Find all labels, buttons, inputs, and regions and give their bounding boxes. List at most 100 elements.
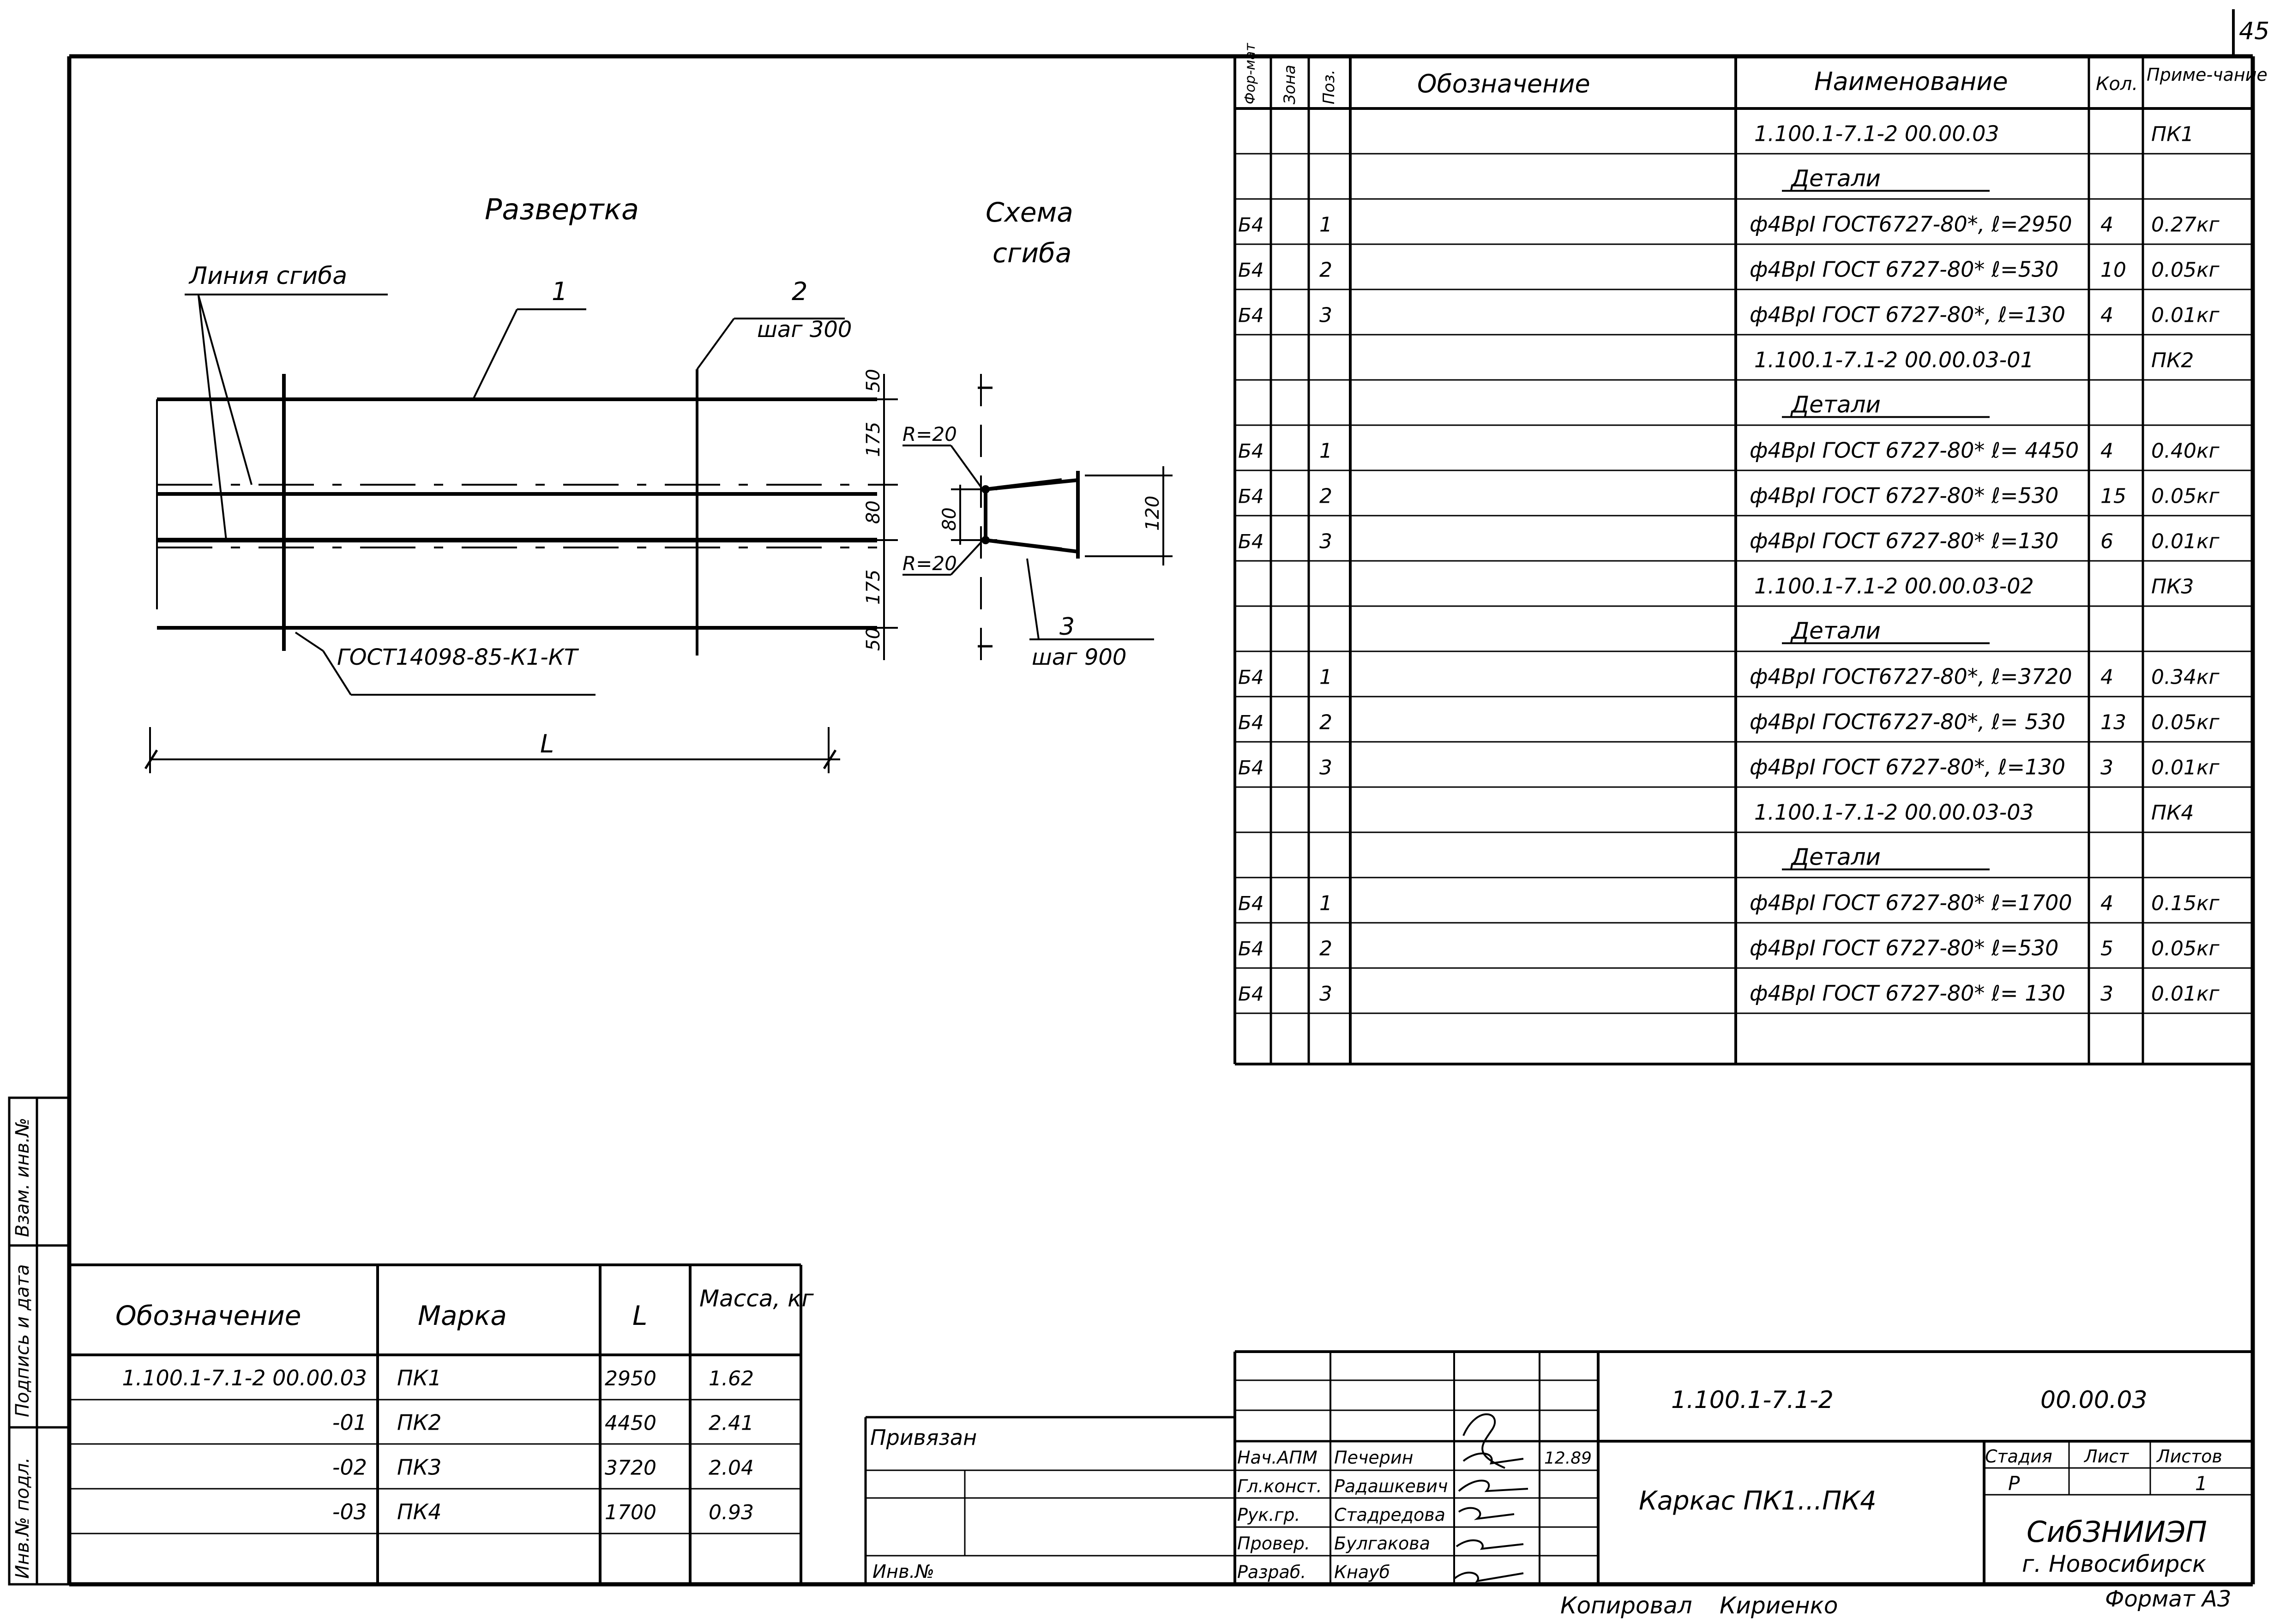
spec-header-designation: Обозначение — [1417, 69, 1590, 98]
spec-row-note: 0.34кг — [2151, 666, 2220, 689]
spec-row-pos: 3 — [1319, 982, 1332, 1006]
dim-80: 80 — [863, 500, 884, 524]
stage-value: Р — [2008, 1472, 2020, 1495]
side-stamp-replace-inv: Взам. инв.№ — [12, 1118, 33, 1237]
person-date: 12.89 — [1544, 1449, 1592, 1468]
spec-header-format: Фор-мат — [1242, 42, 1258, 104]
spec-row-name: 1.100.1-7.1-2 00.00.03-02 — [1754, 574, 2034, 599]
scheme-80: 80 — [939, 507, 960, 531]
marks-header-mark: Марка — [418, 1300, 507, 1331]
marks-row-mass: 2.04 — [709, 1456, 754, 1480]
marks-header-length: L — [632, 1300, 647, 1331]
spec-row-format: Б4 — [1238, 259, 1264, 282]
doc-number: 00.00.03 — [2040, 1386, 2148, 1414]
marks-row-mass: 2.41 — [709, 1412, 754, 1435]
spec-row-format: Б4 — [1238, 485, 1264, 508]
org-name: СибЗНИИЭП — [2027, 1515, 2207, 1549]
spec-row-pos: 3 — [1319, 304, 1332, 327]
doc-title: Каркас ПК1...ПК4 — [1639, 1486, 1877, 1516]
spec-row-format: Б4 — [1238, 757, 1264, 779]
doc-code: 1.100.1-7.1-2 — [1671, 1386, 1834, 1414]
spec-row-format: Б4 — [1238, 938, 1264, 960]
person-role: Гл.конст. — [1237, 1476, 1322, 1496]
spec-row-name: ф4ВрI ГОСТ 6727-80*, ℓ=130 — [1750, 755, 2065, 780]
spec-row-pos: 2 — [1319, 937, 1332, 961]
spec-row-qty: 4 — [2100, 892, 2113, 915]
bound-label: Привязан — [870, 1425, 977, 1450]
spec-row-note: 0.05кг — [2151, 259, 2220, 282]
dim-50-top: 50 — [863, 369, 884, 392]
spec-row-name: ф4ВрI ГОСТ 6727-80* ℓ=530 — [1750, 936, 2058, 961]
spec-row-format: Б4 — [1238, 440, 1264, 463]
spec-row-note: ПК4 — [2151, 801, 2194, 825]
marks-row-length: 1700 — [605, 1501, 656, 1524]
spec-row-qty: 10 — [2100, 259, 2126, 282]
spec-row-note: 0.27кг — [2151, 213, 2220, 237]
spec-row-pos: 2 — [1319, 485, 1332, 508]
spec-header-pos: Поз. — [1320, 70, 1338, 104]
spec-row-pos: 1 — [1319, 439, 1332, 463]
callout-3-step: шаг 900 — [1032, 644, 1126, 670]
spec-row-name: 1.100.1-7.1-2 00.00.03-01 — [1754, 348, 2034, 373]
marks-row-length: 4450 — [605, 1412, 656, 1435]
spec-row-format: Б4 — [1238, 892, 1264, 915]
spec-row-qty: 3 — [2100, 756, 2113, 780]
person-name: Кнауб — [1334, 1562, 1390, 1582]
spec-header-qty: Кол. — [2096, 73, 2138, 95]
org-city: г. Новосибирск — [2022, 1551, 2206, 1577]
copied-label: Копировал — [1560, 1592, 1692, 1619]
bend-line-label: Линия сгиба — [188, 262, 347, 290]
spec-row-qty: 13 — [2100, 711, 2126, 734]
spec-row-qty: 4 — [2100, 439, 2113, 463]
spec-row-qty: 6 — [2100, 530, 2113, 553]
person-role: Разраб. — [1237, 1562, 1306, 1582]
spec-row-note: 0.15кг — [2151, 892, 2220, 915]
spec-row-name: 1.100.1-7.1-2 00.00.03 — [1754, 121, 1999, 146]
marks-row-mark: ПК2 — [397, 1410, 442, 1435]
side-stamp — [8, 1096, 71, 1586]
spec-row-qty: 4 — [2100, 666, 2113, 689]
spec-row-name: ф4ВрI ГОСТ 6727-80* ℓ=530 — [1750, 257, 2058, 282]
person-name: Радашкевич — [1334, 1476, 1448, 1496]
side-stamp-sign-date: Подпись и дата — [12, 1264, 33, 1417]
drawing-frame — [67, 9, 2255, 1587]
spec-row-name: ф4ВрI ГОСТ 6727-80* ℓ=130 — [1750, 529, 2058, 553]
signatures — [1453, 1413, 1528, 1582]
spec-row-pos: 1 — [1319, 213, 1332, 237]
callout-2-step: шаг 300 — [757, 317, 852, 343]
spec-row-format: Б4 — [1238, 983, 1264, 1005]
spec-row-name: ф4ВрI ГОСТ6727-80*, ℓ=3720 — [1750, 664, 2072, 689]
spec-row-pos: 1 — [1319, 666, 1332, 689]
marks-row-designation: 1.100.1-7.1-2 00.00.03 — [122, 1365, 367, 1390]
bend-scheme-title-1: Схема — [986, 197, 1073, 228]
spec-row-name: ф4ВрI ГОСТ6727-80*, ℓ= 530 — [1750, 710, 2065, 734]
marks-row-mark: ПК3 — [397, 1455, 442, 1480]
sheet-label: Лист — [2083, 1446, 2130, 1467]
spec-row-note: ПК1 — [2151, 123, 2194, 146]
spec-row-format: Б4 — [1238, 530, 1264, 553]
scheme-r20-top: R=20 — [902, 423, 957, 445]
spec-row-name: ф4ВрI ГОСТ 6727-80* ℓ= 4450 — [1750, 438, 2079, 463]
spec-row-pos: 3 — [1319, 530, 1332, 553]
callout-1: 1 — [552, 277, 567, 306]
spec-row-note: 0.01кг — [2151, 756, 2220, 780]
spec-row-qty: 3 — [2100, 982, 2113, 1006]
person-name: Булгакова — [1334, 1533, 1430, 1553]
spec-row-note: 0.05кг — [2151, 937, 2220, 961]
spec-row-name: ф4ВрI ГОСТ6727-80*, ℓ=2950 — [1750, 212, 2072, 237]
marks-row-length: 2950 — [605, 1367, 656, 1390]
marks-row-mark: ПК4 — [397, 1499, 442, 1524]
inv-no-label: Инв.№ — [872, 1561, 934, 1582]
person-name: Печерин — [1334, 1447, 1413, 1468]
spec-row-note: 0.05кг — [2151, 711, 2220, 734]
dim-175-top: 175 — [863, 422, 884, 457]
spec-row-note: 0.01кг — [2151, 304, 2220, 327]
spec-row-name: ф4ВрI ГОСТ 6727-80* ℓ=1700 — [1750, 890, 2072, 915]
spec-row-pos: 2 — [1319, 259, 1332, 282]
title-block — [864, 1350, 2253, 1584]
copied-by: Кириенко — [1720, 1592, 1838, 1619]
marks-row-mark: ПК1 — [397, 1365, 442, 1390]
